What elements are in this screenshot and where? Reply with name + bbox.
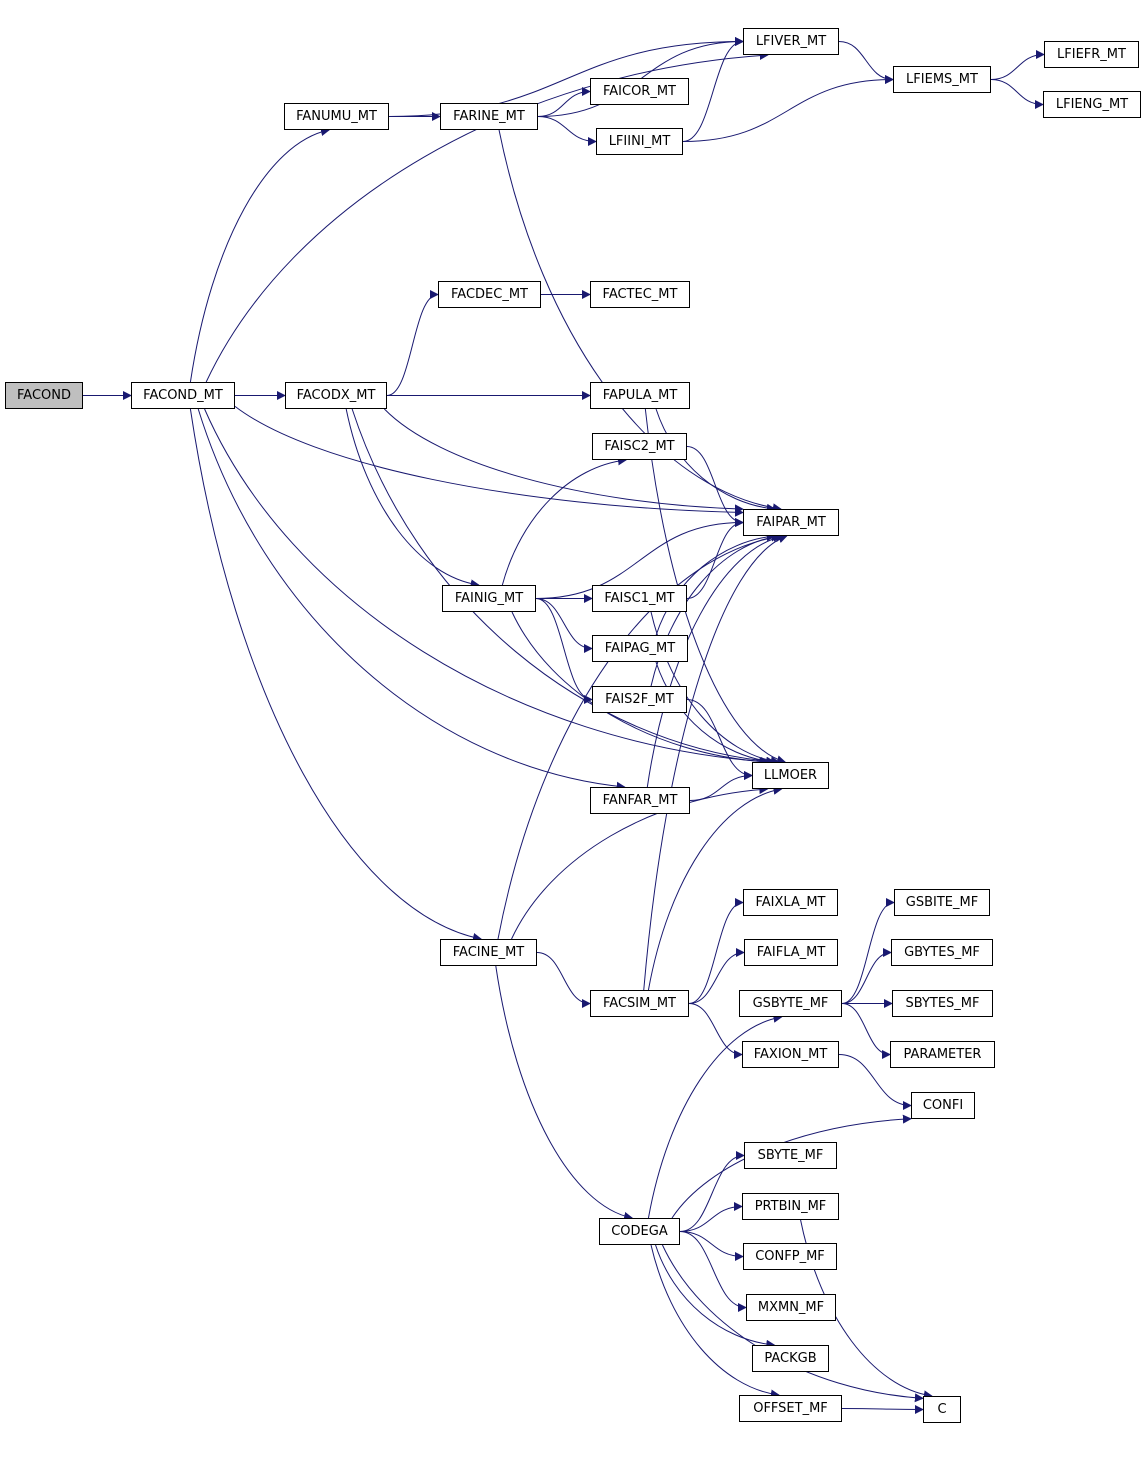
edge-facond-mt-to-lfiver-mt [205, 51, 769, 383]
edge-fais2f-mt-to-llmoer [686, 699, 753, 780]
edge-gsbyte-mf-to-parameter [841, 1003, 891, 1059]
edge-faipag-mt-to-llmoer [655, 661, 776, 766]
node-offset-mf[interactable]: OFFSET_MF [739, 1395, 842, 1422]
node-factec-mt[interactable]: FACTEC_MT [590, 281, 690, 308]
edge-fainig-mt-to-fais2f-mt [535, 598, 593, 704]
node-faixla-mt[interactable]: FAIXLA_MT [743, 889, 838, 916]
node-gbytes-mf[interactable]: GBYTES_MF [891, 939, 993, 966]
edge-lfiver-mt-to-lfiems-mt [838, 41, 894, 84]
edge-farine-mt-to-faicor-mt [537, 87, 591, 117]
node-facond-mt[interactable]: FACOND_MT [131, 382, 235, 409]
node-sbytes-mf[interactable]: SBYTES_MF [892, 990, 993, 1017]
node-facodx-mt[interactable]: FACODX_MT [285, 382, 387, 409]
edge-facodx-mt-to-llmoer [351, 408, 776, 766]
node-packgb[interactable]: PACKGB [752, 1345, 829, 1372]
edge-facond-mt-to-fanfar-mt [197, 408, 626, 791]
node-fainig-mt[interactable]: FAINIG_MT [442, 585, 536, 612]
edge-codega-to-offset-mf [650, 1244, 780, 1399]
node-fanfar-mt[interactable]: FANFAR_MT [590, 787, 690, 814]
node-facsim-mt[interactable]: FACSIM_MT [590, 990, 689, 1017]
node-prtbin-mf[interactable]: PRTBIN_MF [742, 1193, 839, 1220]
node-lfiefr-mt[interactable]: LFIEFR_MT [1044, 41, 1139, 68]
node-sbyte-mf[interactable]: SBYTE_MF [744, 1142, 837, 1169]
node-lfieng-mt[interactable]: LFIENG_MT [1043, 91, 1141, 118]
node-fais2f-mt[interactable]: FAIS2F_MT [592, 686, 687, 713]
node-gsbyte-mf[interactable]: GSBYTE_MF [739, 990, 842, 1017]
edge-gsbyte-mf-to-gsbite-mf [841, 898, 895, 1004]
edge-offset-mf-to-c [841, 1404, 924, 1414]
node-lfiver-mt[interactable]: LFIVER_MT [743, 28, 839, 55]
edge-facine-mt-to-facsim-mt [536, 952, 591, 1008]
node-confi[interactable]: CONFI [911, 1092, 975, 1119]
edge-lfiems-mt-to-lfiefr-mt [990, 50, 1045, 80]
node-gsbite-mf[interactable]: GSBITE_MF [894, 889, 990, 916]
edge-faisc1-mt-to-faipar-mt [686, 518, 744, 599]
edge-facsim-mt-to-faixla-mt [688, 898, 744, 1004]
edge-facsim-mt-to-faipar-mt [643, 534, 788, 991]
edge-codega-to-confp-mf [679, 1231, 744, 1261]
node-faisc2-mt[interactable]: FAISC2_MT [592, 433, 687, 460]
node-mxmn-mf[interactable]: MXMN_MF [746, 1294, 836, 1321]
edge-facond-mt-to-fanumu-mt [189, 127, 330, 383]
node-facdec-mt[interactable]: FACDEC_MT [438, 281, 541, 308]
edge-fanfar-mt-to-llmoer [689, 771, 753, 801]
edge-facodx-mt-to-fainig-mt [345, 408, 480, 589]
edge-facsim-mt-to-llmoer [647, 785, 783, 991]
node-confp-mf[interactable]: CONFP_MF [743, 1243, 837, 1270]
node-faxion-mt[interactable]: FAXION_MT [742, 1041, 839, 1068]
edge-fainig-mt-to-faisc2-mt [501, 456, 628, 586]
node-faifla-mt[interactable]: FAIFLA_MT [744, 939, 838, 966]
edge-facodx-mt-to-faipar-mt [384, 408, 744, 514]
node-lfiems-mt[interactable]: LFIEMS_MT [893, 66, 991, 93]
edge-facond-mt-to-llmoer [204, 408, 770, 766]
edge-facond-mt-to-faipar-mt [234, 405, 744, 517]
edge-lfiini-mt-to-lfiems-mt [682, 75, 894, 142]
edge-codega-to-prtbin-mf [679, 1202, 743, 1232]
edge-faisc2-mt-to-faipar-mt [686, 446, 744, 527]
edge-fanfar-mt-to-faipar-mt [646, 533, 785, 788]
edge-codega-to-sbyte-mf [679, 1151, 745, 1232]
edge-fapula-mt-to-faipar-mt [655, 408, 776, 513]
edge-codega-to-mxmn-mf [679, 1231, 747, 1312]
node-facine-mt[interactable]: FACINE_MT [440, 939, 537, 966]
node-c[interactable]: C [923, 1396, 961, 1423]
edge-facine-mt-to-codega [495, 965, 634, 1221]
node-fanumu-mt[interactable]: FANUMU_MT [284, 103, 389, 130]
node-fapula-mt[interactable]: FAPULA_MT [590, 382, 690, 409]
node-farine-mt[interactable]: FARINE_MT [440, 103, 538, 130]
edge-codega-to-packgb [655, 1244, 776, 1349]
edge-farine-mt-to-lfiini-mt [537, 116, 597, 146]
node-llmoer[interactable]: LLMOER [752, 762, 829, 789]
edge-facine-mt-to-llmoer [511, 785, 769, 940]
node-lfiini-mt[interactable]: LFIINI_MT [596, 128, 683, 155]
edge-fainig-mt-to-faipag-mt [535, 598, 593, 653]
edge-lfiini-mt-to-lfiver-mt [682, 37, 744, 142]
edge-fainig-mt-to-faipar-mt [535, 518, 744, 599]
edge-faxion-mt-to-confi [838, 1054, 912, 1110]
edge-facodx-mt-to-facdec-mt [386, 290, 439, 396]
edge-facsim-mt-to-faifla-mt [688, 948, 745, 1004]
edge-facsim-mt-to-faxion-mt [688, 1003, 743, 1059]
edge-codega-to-gsbyte-mf [647, 1013, 783, 1219]
node-faipag-mt[interactable]: FAIPAG_MT [592, 635, 688, 662]
edge-facond-mt-to-facine-mt [189, 408, 482, 942]
edge-fapula-mt-to-llmoer [644, 408, 787, 765]
edge-gsbyte-mf-to-gbytes-mf [841, 948, 892, 1004]
node-faipar-mt[interactable]: FAIPAR_MT [743, 509, 839, 536]
node-faisc1-mt[interactable]: FAISC1_MT [592, 585, 687, 612]
node-faicor-mt[interactable]: FAICOR_MT [590, 78, 689, 105]
node-facond: FACOND [5, 382, 83, 409]
edge-lfiems-mt-to-lfieng-mt [990, 79, 1044, 109]
node-parameter[interactable]: PARAMETER [890, 1041, 995, 1068]
edge-fainig-mt-to-llmoer [511, 611, 769, 766]
node-codega[interactable]: CODEGA [599, 1218, 680, 1245]
